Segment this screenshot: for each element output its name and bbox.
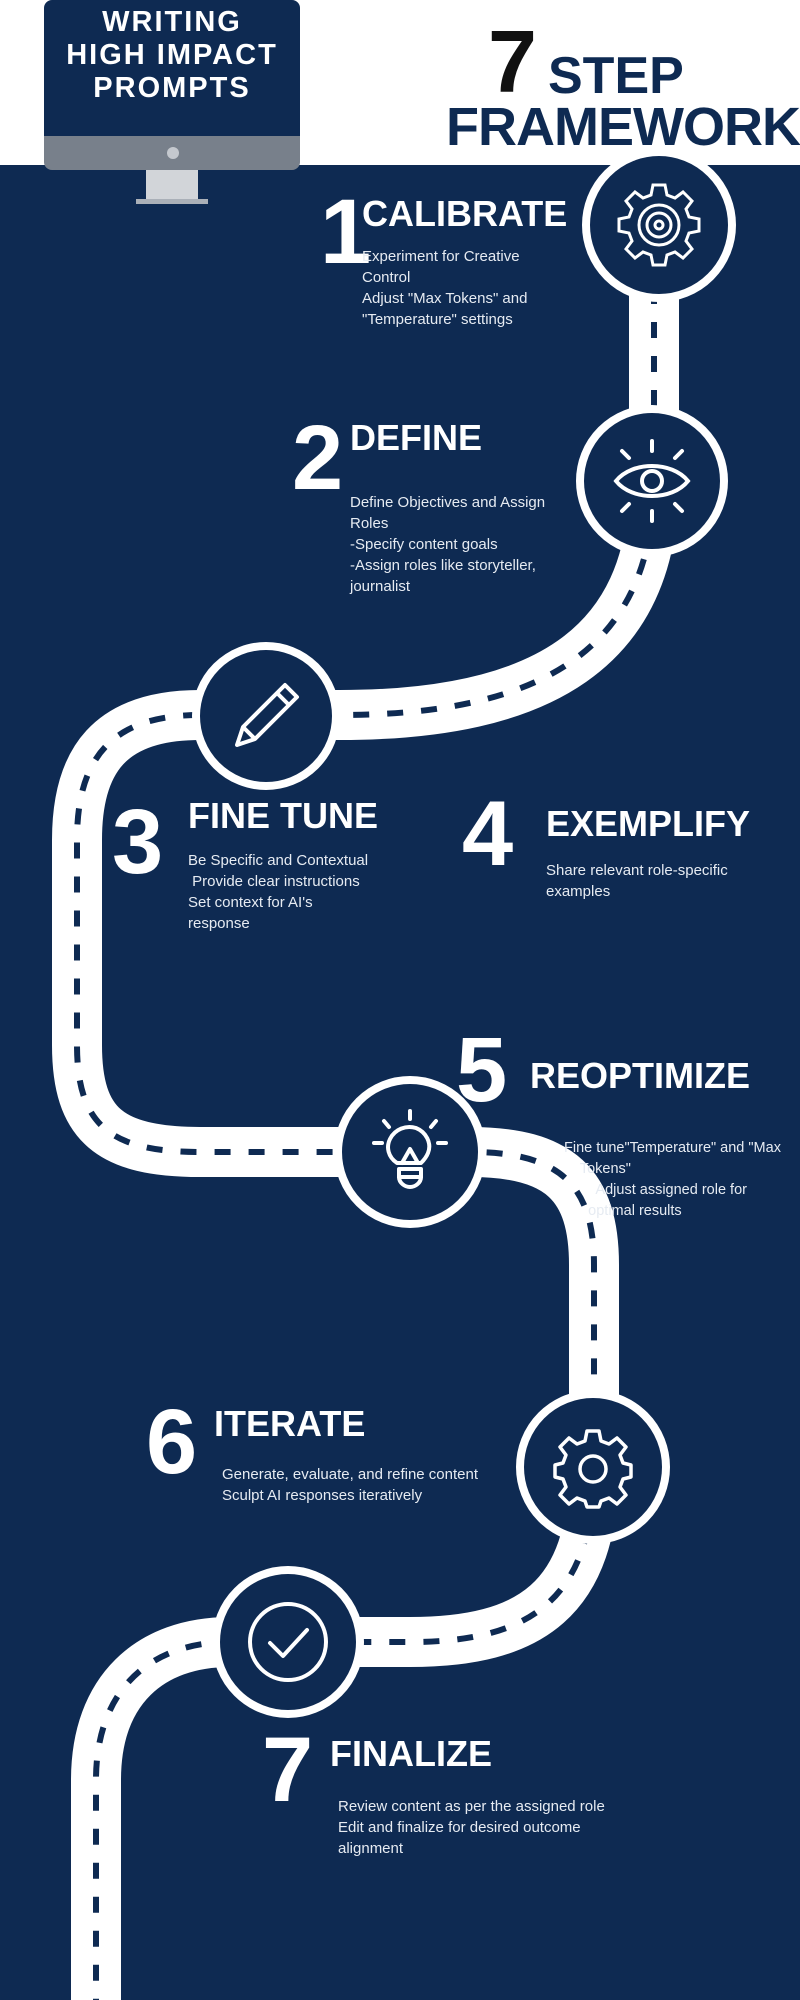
desc-line: Define Objectives and Assign [350,494,546,511]
step-6-number: 6 [146,1391,198,1493]
gear-icon [553,1429,633,1509]
step-2-number: 2 [292,407,344,509]
monitor-stand-base [136,199,208,204]
monitor-title-line: HIGH IMPACT [66,39,278,71]
desc-line: Sculpt AI responses iteratively [222,1487,423,1504]
desc-line: journalist [350,578,411,595]
desc-line: response [188,915,250,932]
desc-line: Fine tune"Temperature" and "Max [564,1140,781,1156]
step-5-description: Fine tune"Temperature" and "Max Tokens" … [564,1138,781,1222]
step-7-description: Review content as per the assigned role … [338,1796,605,1859]
eye-icon [613,439,691,523]
monitor-power-dot [167,147,179,159]
desc-line: examples [546,883,611,900]
step-7-title: FINALIZE [330,1733,492,1774]
step-1-title: CALIBRATE [362,193,568,234]
step-5-number: 5 [456,1019,508,1121]
desc-line: Generate, evaluate, and refine content [222,1466,479,1483]
desc-line: Tokens" [564,1161,631,1177]
step-2-description: Define Objectives and Assign Roles -Spec… [350,492,545,597]
desc-line: Edit and finalize for desired outcome [338,1819,581,1836]
step-5-icon-circle [334,1076,486,1228]
desc-line: Share relevant role-specific [546,862,728,879]
checkmark-icon [248,1602,328,1682]
step-1-description: Experiment for Creative Control Adjust "… [362,246,527,330]
pencil-icon [235,683,299,747]
step-6-title: ITERATE [214,1403,366,1444]
header-big-number: 7 [488,12,537,111]
desc-line: Review content as per the assigned role [338,1798,605,1815]
step-2-icon-circle [576,405,728,557]
desc-line: Roles [350,515,389,532]
step-7-icon-circle [212,1566,364,1718]
desc-line: alignment [338,1840,404,1857]
desc-line: -Specify content goals [350,536,498,553]
header-title-line1: STEP [548,47,684,105]
desc-line: optimal results [564,1203,682,1219]
step-7-number: 7 [262,1719,314,1821]
step-2-title: DEFINE [350,417,483,458]
step-4-title: EXEMPLIFY [546,803,751,844]
step-3-icon-circle [192,642,340,790]
desc-line: Experiment for Creative [362,248,520,265]
desc-line: -Assign roles like storyteller, [350,557,536,574]
monitor-screen [44,0,300,136]
monitor-title-line: PROMPTS [93,72,251,104]
desc-line: Control [362,269,411,286]
lightbulb-icon [372,1109,448,1189]
step-4-number: 4 [462,783,514,885]
step-4-description: Share relevant role-specific examples [546,860,728,902]
target-gear-icon [617,183,701,267]
step-6-icon-circle [516,1390,670,1544]
desc-line: Adjust "Max Tokens" and [362,290,528,307]
step-1-number: 1 [320,181,372,283]
monitor-title: WRITING HIGH IMPACT PROMPTS [44,6,300,105]
monitor-title-line: WRITING [102,6,242,38]
desc-line: Be Specific and Contextual [188,852,369,869]
step-5-title: REOPTIMIZE [530,1055,751,1096]
step-3-description: Be Specific and Contextual Provide clear… [188,850,368,934]
monitor-stand [146,170,198,200]
desc-line: Adjust assigned role for [564,1182,747,1198]
step-3-title: FINE TUNE [188,795,379,836]
desc-line: Set context for AI's [188,894,313,911]
monitor-graphic: WRITING HIGH IMPACT PROMPTS [44,0,300,170]
step-1-icon-circle [582,148,736,302]
desc-line: "Temperature" settings [362,311,513,328]
step-3-number: 3 [112,791,164,893]
header-title-line2: FRAMEWORK [446,97,800,157]
step-6-description: Generate, evaluate, and refine content S… [222,1464,478,1506]
desc-line: Provide clear instructions [188,873,360,890]
